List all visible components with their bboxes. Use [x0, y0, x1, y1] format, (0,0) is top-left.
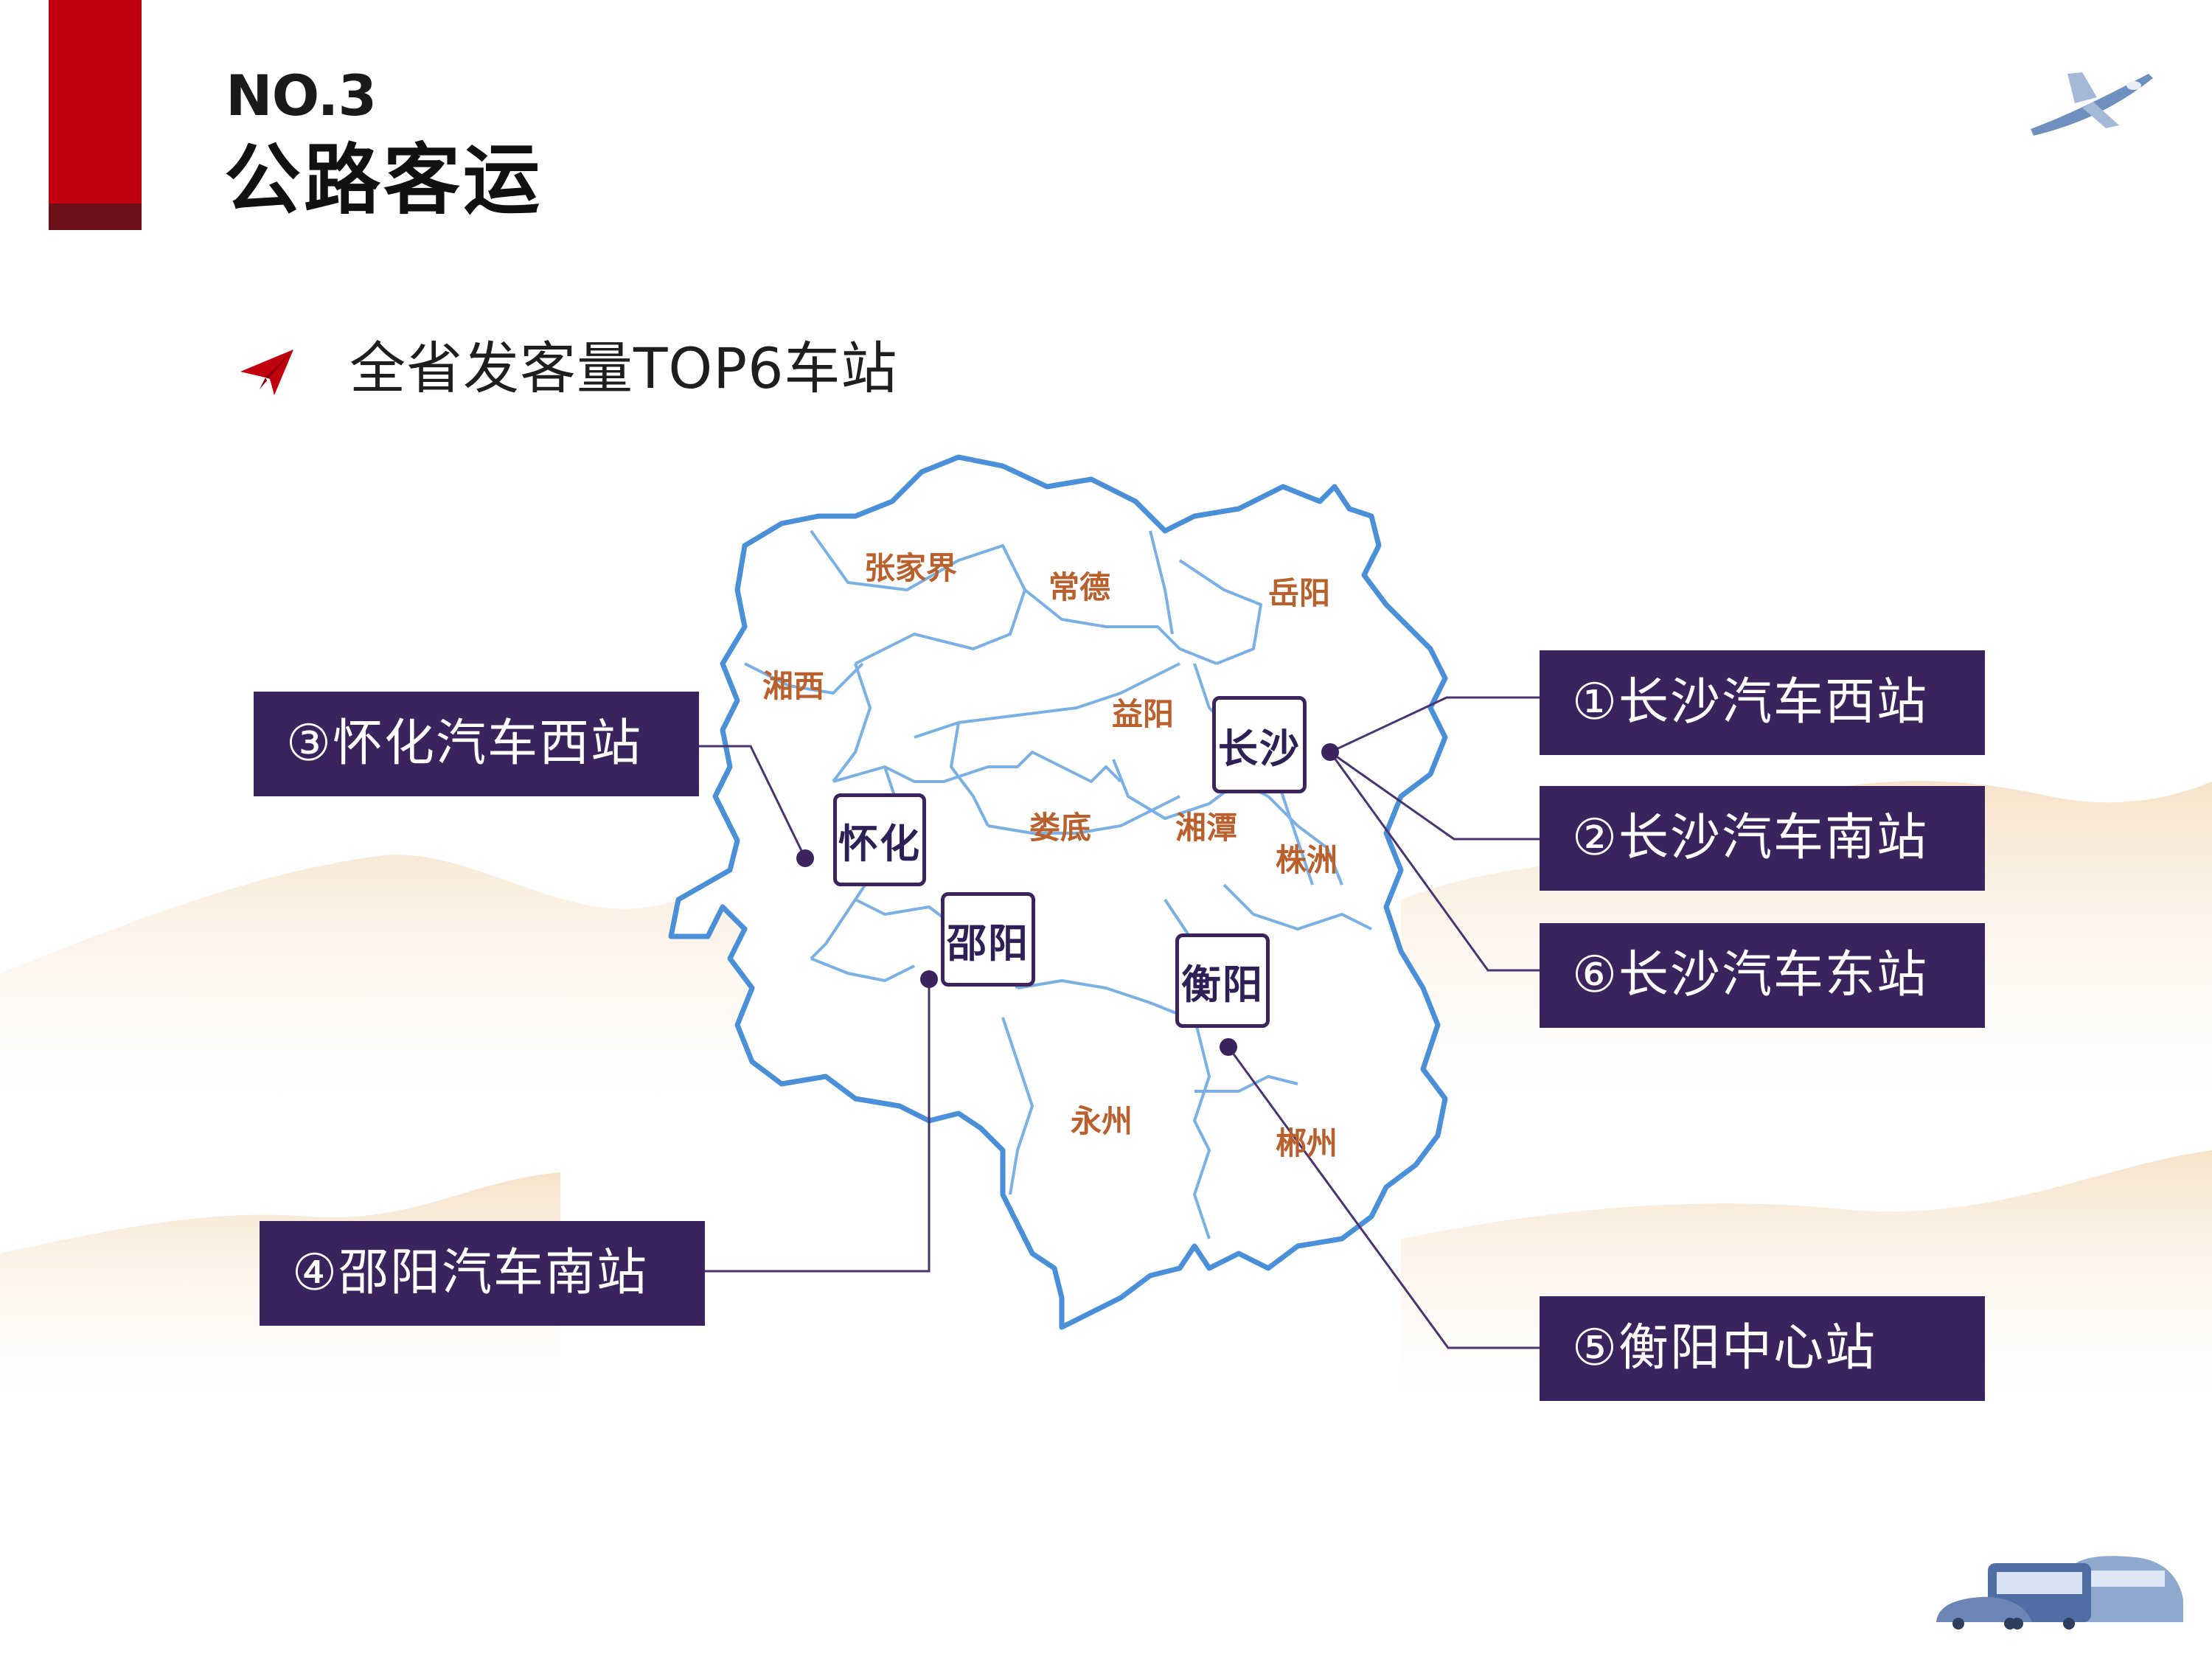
region-xiangtan: 湘潭 — [1175, 810, 1238, 846]
paper-plane-icon — [240, 349, 293, 395]
station-label-1: ①长沙汽车西站 — [1540, 650, 1985, 755]
city-shaoyang: 邵阳 — [941, 892, 1035, 987]
region-loudi: 娄底 — [1029, 810, 1092, 846]
section-number: NO.3 — [226, 63, 377, 128]
accent-bar-foot — [49, 204, 142, 230]
section-subtitle: 全省发客量TOP6车站 — [349, 335, 898, 401]
airplane-icon — [2031, 72, 2153, 136]
city-huaihua: 怀化 — [833, 793, 926, 886]
region-zhuzhou: 株洲 — [1276, 842, 1338, 878]
station-label-6: ⑥长沙汽车东站 — [1540, 923, 1985, 1028]
station-label-3: ③怀化汽车西站 — [254, 692, 699, 796]
province-outline — [668, 454, 1448, 1330]
region-yueyang: 岳阳 — [1268, 575, 1331, 611]
bus-train-car-icon — [1936, 1556, 2183, 1630]
region-yongzhou: 永州 — [1071, 1103, 1133, 1139]
region-zhangjiajie: 张家界 — [864, 550, 958, 586]
city-changsha: 长沙 — [1212, 696, 1307, 793]
page-title: 公路客运 — [224, 135, 543, 225]
region-chenzhou: 郴州 — [1276, 1125, 1338, 1161]
leader-lines — [699, 696, 1541, 1349]
region-yiyang: 益阳 — [1112, 696, 1175, 732]
station-label-5: ⑤衡阳中心站 — [1540, 1296, 1985, 1401]
region-xiangxi: 湘西 — [762, 668, 825, 704]
accent-bar — [49, 0, 142, 230]
city-hengyang: 衡阳 — [1175, 933, 1270, 1028]
station-dots — [796, 743, 1339, 1056]
station-label-2: ②长沙汽车南站 — [1540, 786, 1985, 891]
station-label-4: ④邵阳汽车南站 — [260, 1221, 705, 1326]
region-changde: 常德 — [1048, 569, 1111, 605]
